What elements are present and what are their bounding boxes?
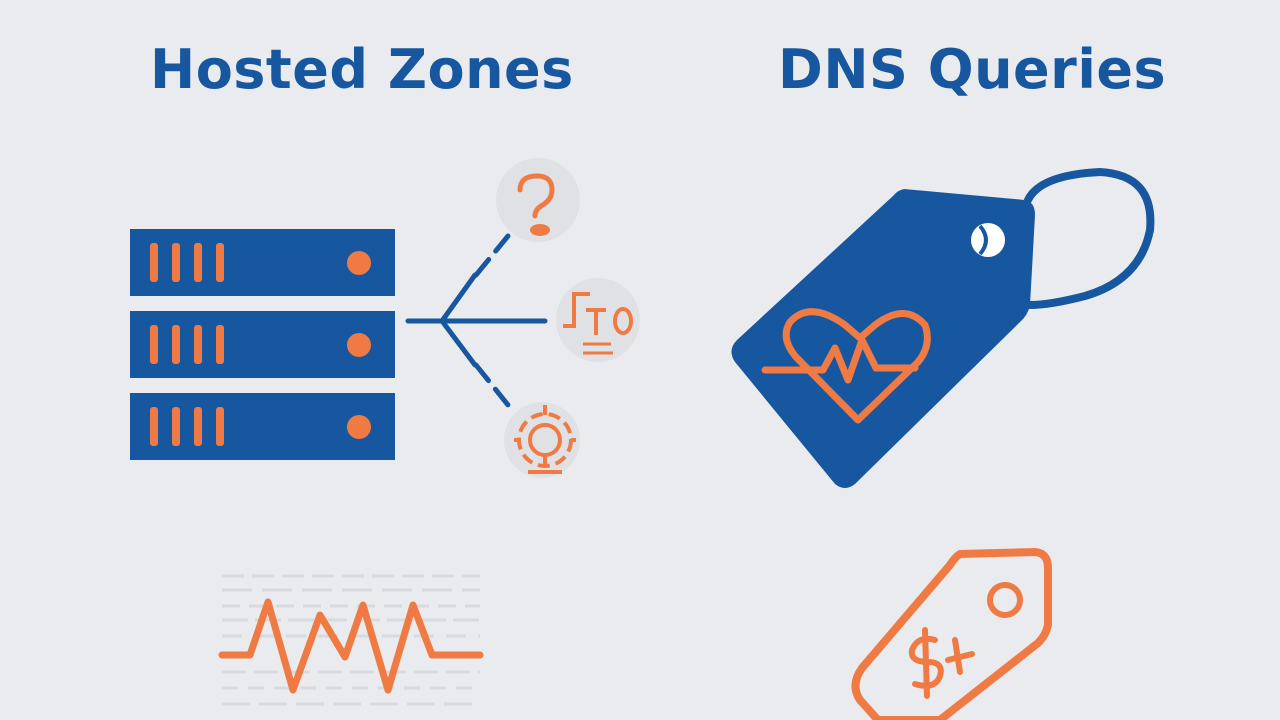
price-tag-icon (731, 167, 1155, 488)
globe-target-icon (504, 402, 580, 478)
server-unit-3 (130, 393, 395, 460)
connector-lines (405, 233, 548, 408)
server-stack (130, 229, 395, 460)
server-unit-1 (130, 229, 395, 296)
pulse-line-icon (218, 574, 484, 706)
heartbeat-icon (761, 308, 931, 424)
dollar-price-tag-icon (851, 548, 1052, 720)
record-type-icon (556, 278, 640, 362)
hosted-zones-title: Hosted Zones (150, 38, 574, 101)
question-icon (496, 158, 580, 242)
server-unit-2 (130, 311, 395, 378)
dns-queries-title: DNS Queries (778, 38, 1167, 101)
